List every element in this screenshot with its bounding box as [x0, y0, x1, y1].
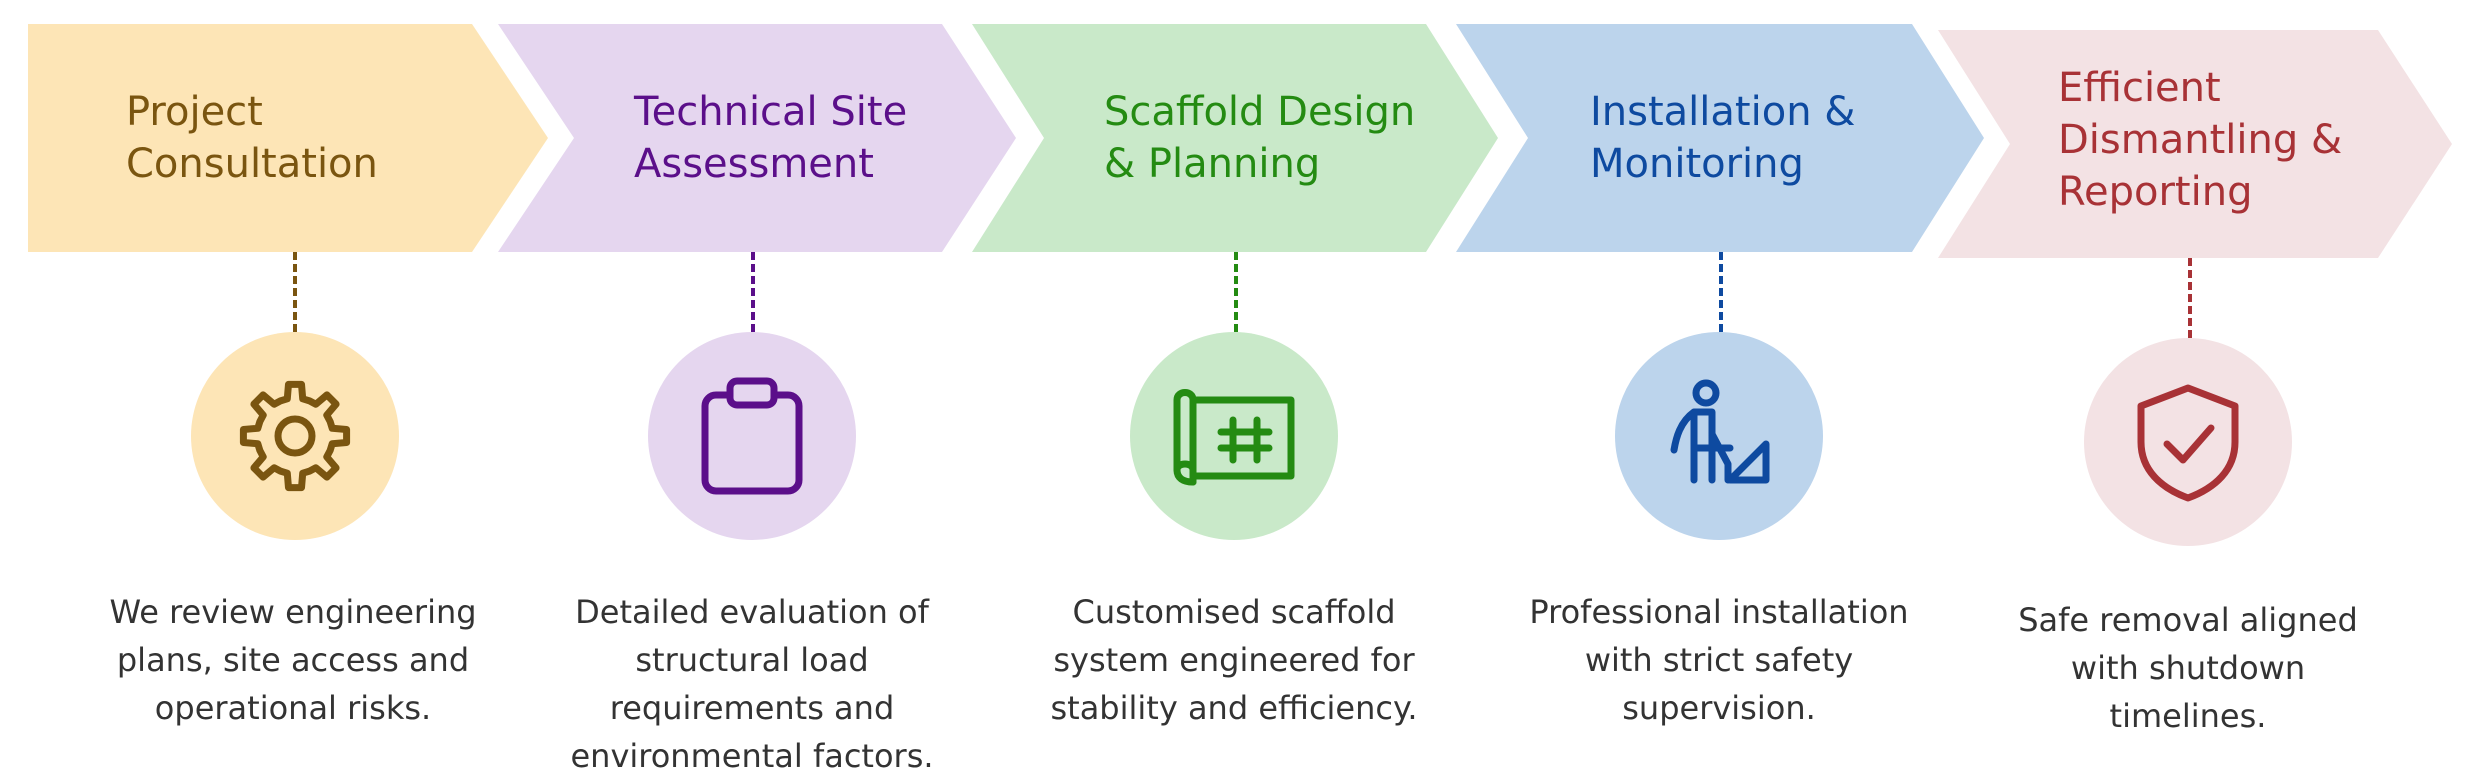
step-1-icon-circle: [191, 332, 399, 540]
step-4-chevron: Installation & Monitoring: [1456, 24, 1984, 252]
step-5-title: Efficient Dismantling & Reporting: [2058, 65, 2343, 215]
blueprint-icon: [1173, 389, 1295, 486]
worker-icon: [1670, 379, 1770, 484]
step-4-icon-circle: [1615, 332, 1823, 540]
step-3-icon-circle: [1130, 332, 1338, 540]
step-4-connector: [1719, 252, 1723, 332]
step-5-description: Safe removal aligned with shutdown timel…: [2018, 601, 2358, 735]
step-2-connector: [751, 252, 755, 332]
step-2-title: Technical Site Assessment: [634, 89, 908, 187]
step-4-description: Professional installation with strict sa…: [1529, 593, 1909, 727]
step-4-title: Installation & Monitoring: [1590, 89, 1856, 187]
step-1-description: We review engineering plans, site access…: [109, 593, 477, 727]
step-5-connector: [2188, 258, 2192, 338]
step-3-description: Customised scaffold system engineered fo…: [1050, 593, 1418, 727]
step-3-title: Scaffold Design & Planning: [1104, 89, 1416, 187]
step-2-chevron: Technical Site Assessment: [498, 24, 1016, 252]
clipboard-icon: [701, 377, 803, 495]
step-5-icon-circle: [2084, 338, 2292, 546]
shield-check-icon: [2137, 384, 2239, 502]
step-5-chevron: Efficient Dismantling & Reporting: [1938, 30, 2452, 258]
step-3-connector: [1234, 252, 1238, 332]
step-1-chevron: Project Consultation: [28, 24, 548, 252]
gear-icon: [239, 380, 351, 492]
step-1-connector: [293, 252, 297, 332]
step-2-icon-circle: [648, 332, 856, 540]
step-1-title: Project Consultation: [126, 89, 378, 187]
step-2-description: Detailed evaluation of structural load r…: [570, 593, 934, 775]
step-3-chevron: Scaffold Design & Planning: [972, 24, 1498, 252]
